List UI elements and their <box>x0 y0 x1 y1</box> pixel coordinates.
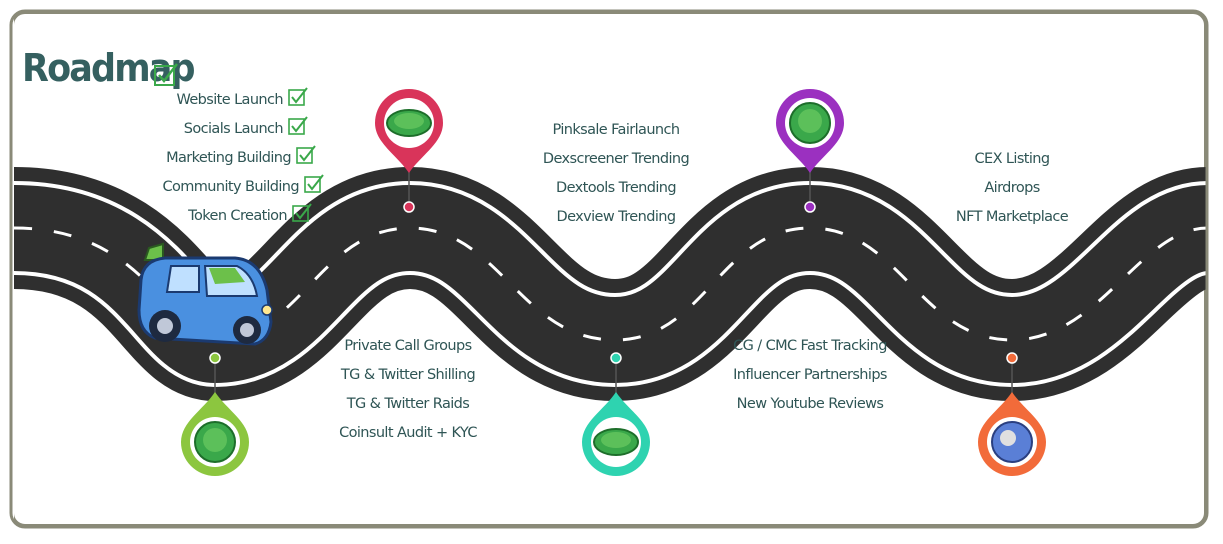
phase-1-list: Website Launch Socials Launch Marketing … <box>148 86 324 231</box>
list-item: CG / CMC Fast Tracking <box>733 338 887 354</box>
list-item: Token Creation <box>148 202 312 231</box>
map-pin-icon <box>978 392 1046 476</box>
checkbox-check-icon <box>288 116 308 135</box>
list-item: Website Launch <box>148 86 308 115</box>
list-item: Pinksale Fairlaunch <box>552 122 681 138</box>
pin-dots <box>209 201 1018 364</box>
list-item: Airdrops <box>984 180 1040 196</box>
list-item: Marketing Building <box>148 144 316 173</box>
map-pin-icon <box>582 392 650 476</box>
list-item: Influencer Partnerships <box>733 367 887 383</box>
phase-4-list: CG / CMC Fast Tracking Influencer Partne… <box>720 332 900 419</box>
checkbox-check-icon <box>292 203 312 222</box>
checkbox-check-icon <box>304 174 324 193</box>
list-item: New Youtube Reviews <box>736 396 884 412</box>
page-title: Roadmap <box>22 46 196 90</box>
map-pin-icon <box>375 89 443 173</box>
list-item: Dexscreener Trending <box>542 151 690 167</box>
checkbox-check-icon <box>288 87 308 106</box>
map-pin-icon <box>776 89 844 173</box>
list-item: Coinsult Audit + KYC <box>339 425 477 441</box>
list-item: Dextools Trending <box>556 180 677 196</box>
list-item: Community Building <box>148 173 324 202</box>
list-item: NFT Marketplace <box>955 209 1069 225</box>
list-item: Socials Launch <box>148 115 308 144</box>
phase-5-list: CEX Listing Airdrops NFT Marketplace <box>942 145 1082 232</box>
list-item: Private Call Groups <box>344 338 472 354</box>
list-item: TG & Twitter Raids <box>346 396 470 412</box>
map-pin-icon <box>181 392 249 476</box>
checkbox-check-icon <box>296 145 316 164</box>
list-item: TG & Twitter Shilling <box>340 367 476 383</box>
phase-3-list: Pinksale Fairlaunch Dexscreener Trending… <box>531 116 701 232</box>
phase-2-list: Private Call Groups TG & Twitter Shillin… <box>328 332 488 448</box>
list-item: Dexview Trending <box>556 209 677 225</box>
checkbox-check-icon <box>154 63 178 86</box>
list-item: CEX Listing <box>974 151 1051 167</box>
van-icon <box>137 242 273 346</box>
